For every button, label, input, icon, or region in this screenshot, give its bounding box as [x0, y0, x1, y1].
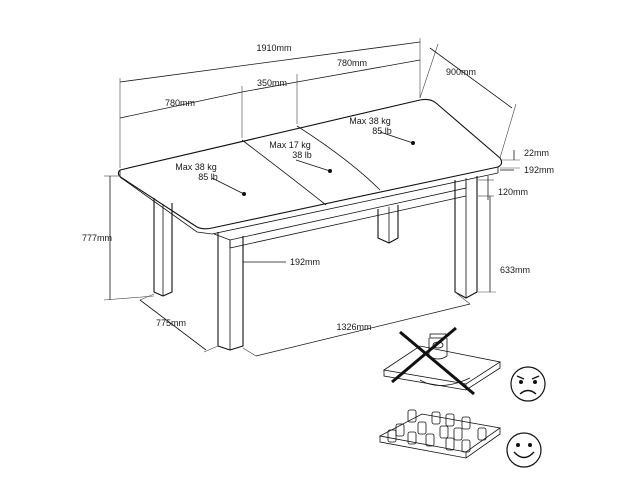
- load-left-lb: 85 lb: [198, 172, 218, 182]
- happy-face-icon: [506, 432, 542, 468]
- distributed-load-illustration: [378, 409, 502, 459]
- dim-height: 777mm: [82, 233, 112, 243]
- insert-seam-left: [241, 139, 327, 206]
- leg-back-right: [377, 205, 399, 244]
- unhappy-face-icon: [510, 366, 546, 402]
- dim-depth: 900mm: [446, 67, 476, 77]
- small-jars-icon: [387, 409, 487, 453]
- load-right-lb: 85 lb: [372, 126, 392, 136]
- dim-total-length: 1910mm: [256, 43, 291, 53]
- dim-leg-depth: 775mm: [156, 318, 186, 328]
- load-middle-lb: 38 lb: [292, 150, 312, 160]
- dim-overhang-front: 192mm: [290, 257, 320, 267]
- table-top: [117, 98, 503, 235]
- dim-leaf-left: 780mm: [165, 98, 195, 108]
- dim-leg-height: 633mm: [500, 265, 530, 275]
- dim-leg-span: 1326mm: [336, 322, 371, 332]
- load-right-kg: Max 38 kg: [349, 116, 391, 126]
- insert-seam-right: [296, 125, 381, 191]
- leg-front-left: [217, 232, 244, 351]
- concentrated-load-illustration: [382, 326, 502, 396]
- table-frame: [153, 176, 478, 351]
- load-left-kg: Max 38 kg: [175, 162, 217, 172]
- dim-overhang-side: 192mm: [524, 165, 554, 175]
- dim-apron-height: 120mm: [498, 187, 528, 197]
- dim-leaf-right: 780mm: [337, 58, 367, 68]
- dimension-lines: [103, 38, 520, 357]
- cross-mark-icon: [399, 330, 475, 396]
- dim-top-thickness: 22mm: [524, 148, 549, 158]
- load-leaders: [211, 131, 415, 196]
- dim-insert: 350mm: [257, 78, 287, 88]
- load-middle-kg: Max 17 kg: [269, 140, 311, 150]
